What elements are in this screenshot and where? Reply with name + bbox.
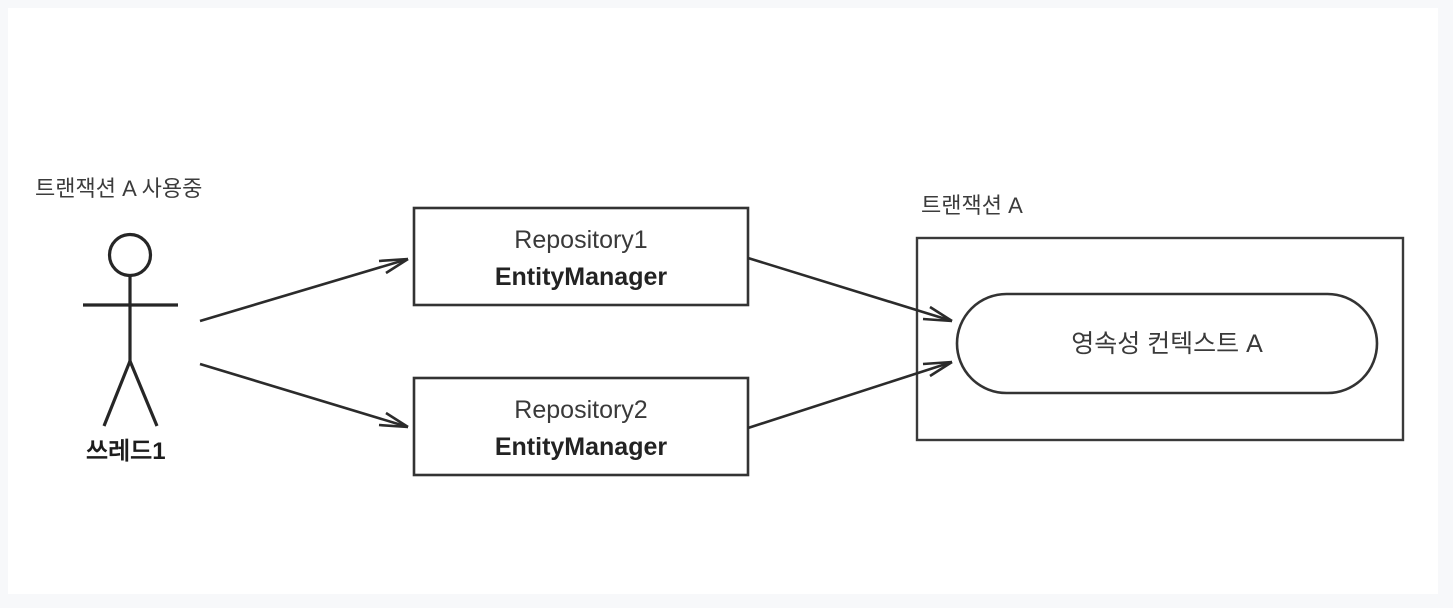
edge-repository1-to-persistence-context-arrowhead — [922, 305, 953, 323]
edge-repository2-to-persistence-context-line — [747, 360, 953, 430]
actor-head-icon — [107, 232, 153, 278]
node-repository1-subtitle: EntityManager — [495, 263, 668, 291]
edge-repository1-to-persistence-context — [747, 256, 953, 323]
edge-actor-to-repository1-arrowhead — [378, 257, 409, 275]
node-repository1-title: Repository1 — [514, 226, 647, 254]
edge-repository2-to-persistence-context — [747, 360, 953, 430]
node-repository2[interactable]: Repository2 EntityManager — [412, 376, 750, 477]
node-repository2-subtitle: EntityManager — [495, 433, 668, 461]
edge-actor-to-repository1-line — [199, 257, 409, 323]
edge-actor-to-repository2 — [199, 362, 409, 429]
actor-leg-left-line — [102, 360, 132, 427]
node-persistence-context-a-rect — [955, 292, 1379, 395]
node-repository2-rect — [412, 376, 750, 477]
edge-actor-to-repository1 — [199, 257, 409, 323]
transaction-box-label: 트랜잭션 A — [921, 193, 1023, 218]
actor-caption-above: 트랜잭션 A 사용중 — [35, 176, 202, 201]
node-persistence-context-a-label: 영속성 컨텍스트 A — [1071, 330, 1263, 358]
node-persistence-context-a[interactable]: 영속성 컨텍스트 A — [955, 292, 1379, 395]
actor-leg-right-line — [128, 360, 159, 427]
actor-thread1 — [83, 232, 178, 427]
edge-repository2-to-persistence-context-arrowhead — [922, 360, 953, 378]
transaction-box-rect — [915, 236, 1405, 442]
edge-actor-to-repository2-arrowhead — [378, 411, 409, 429]
node-repository1-rect — [412, 206, 750, 307]
node-repository1[interactable]: Repository1 EntityManager — [412, 206, 750, 307]
actor-caption-below: 쓰레드1 — [86, 438, 166, 465]
edge-actor-to-repository2-line — [199, 362, 409, 429]
edge-repository1-to-persistence-context-line — [747, 256, 953, 323]
node-repository2-title: Repository2 — [514, 396, 647, 424]
